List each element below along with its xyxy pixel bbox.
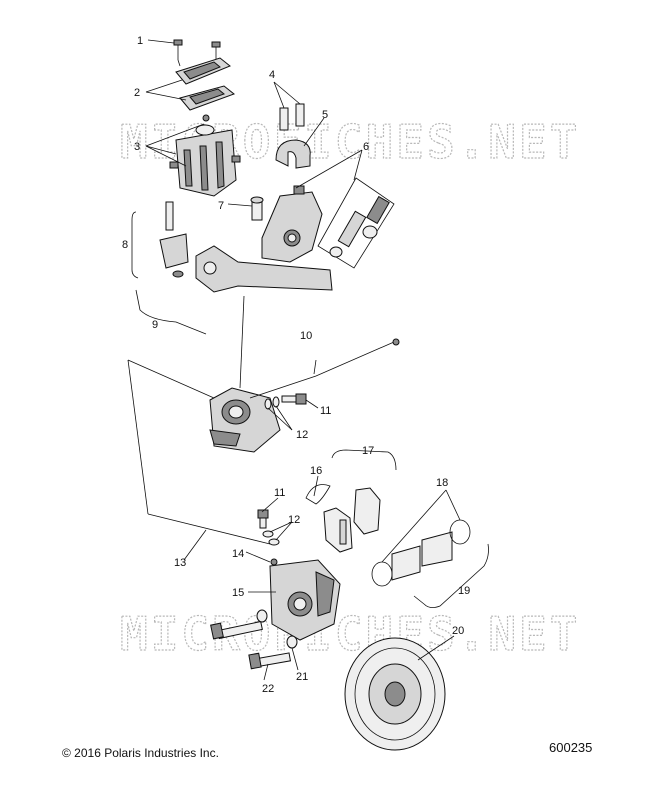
callout-20: 20 xyxy=(452,625,464,637)
bracket-part-17 xyxy=(331,449,397,471)
callout-7: 7 xyxy=(218,200,224,212)
master-cylinder-body xyxy=(261,185,323,263)
callout-4: 4 xyxy=(269,69,275,81)
reservoir-cap-part-2 xyxy=(175,57,236,111)
callout-18: 18 xyxy=(436,477,448,489)
document-number: 600235 xyxy=(549,740,593,755)
callout-12-lower: 12 xyxy=(288,514,300,526)
pistons-part-18 xyxy=(371,519,471,587)
callout-21: 21 xyxy=(296,671,308,683)
callout-19: 19 xyxy=(458,585,470,597)
handlebar-clamp-part-5 xyxy=(275,139,311,169)
callout-16: 16 xyxy=(310,465,322,477)
washer-part-21 xyxy=(256,609,298,649)
callout-10: 10 xyxy=(300,330,312,342)
callout-leaders xyxy=(145,39,461,681)
callout-9: 9 xyxy=(152,319,158,331)
screw-part-1 xyxy=(173,39,221,67)
banjo-bolt-lower-part-11 xyxy=(257,509,269,529)
mounting-bolt-part-22 xyxy=(210,620,292,670)
retaining-clip-part-16 xyxy=(305,484,331,505)
callout-5: 5 xyxy=(322,109,328,121)
washers-lower-part-12 xyxy=(262,530,280,546)
callout-2: 2 xyxy=(134,87,140,99)
brake-pads-part-17 xyxy=(323,487,381,553)
callout-15: 15 xyxy=(232,587,244,599)
caliper-housing-part-15 xyxy=(269,559,341,641)
bleeder-valve-part-14 xyxy=(270,558,278,566)
banjo-bolt-part-11 xyxy=(281,393,307,405)
callout-13: 13 xyxy=(174,557,186,569)
watermark-bottom: MICROFICHES.NET xyxy=(120,607,580,661)
bracket-part-9 xyxy=(135,289,207,335)
callout-8: 8 xyxy=(122,239,128,251)
brake-lever xyxy=(195,245,333,293)
brake-line-part-10 xyxy=(249,341,395,399)
pivot-pin-part-7 xyxy=(250,196,264,221)
callout-3: 3 xyxy=(134,141,140,153)
callout-12-upper: 12 xyxy=(296,429,308,441)
washers-part-12 xyxy=(264,396,280,410)
brake-line-fitting xyxy=(392,338,400,346)
brake-line-part-13 xyxy=(147,513,271,545)
callout-14: 14 xyxy=(232,548,244,560)
leader-line-left xyxy=(127,359,149,515)
piston-kit-part-6 xyxy=(317,177,395,269)
callout-1: 1 xyxy=(137,35,143,47)
leader-line-upper xyxy=(127,359,215,399)
reservoir-body-part-3 xyxy=(169,114,241,197)
bracket-part-8 xyxy=(131,211,139,279)
copyright-notice: © 2016 Polaris Industries Inc. xyxy=(62,746,219,760)
callout-17: 17 xyxy=(362,445,374,457)
leader-line-vertical xyxy=(239,295,245,389)
bracket-part-19 xyxy=(413,543,489,608)
callout-11-lower: 11 xyxy=(274,487,285,499)
callout-11-upper: 11 xyxy=(320,405,331,417)
brake-rotor-part-20 xyxy=(344,637,446,751)
callout-6: 6 xyxy=(363,141,369,153)
brake-switch-part-8 xyxy=(159,201,189,278)
caliper-upper xyxy=(209,387,281,453)
callout-22: 22 xyxy=(262,683,274,695)
